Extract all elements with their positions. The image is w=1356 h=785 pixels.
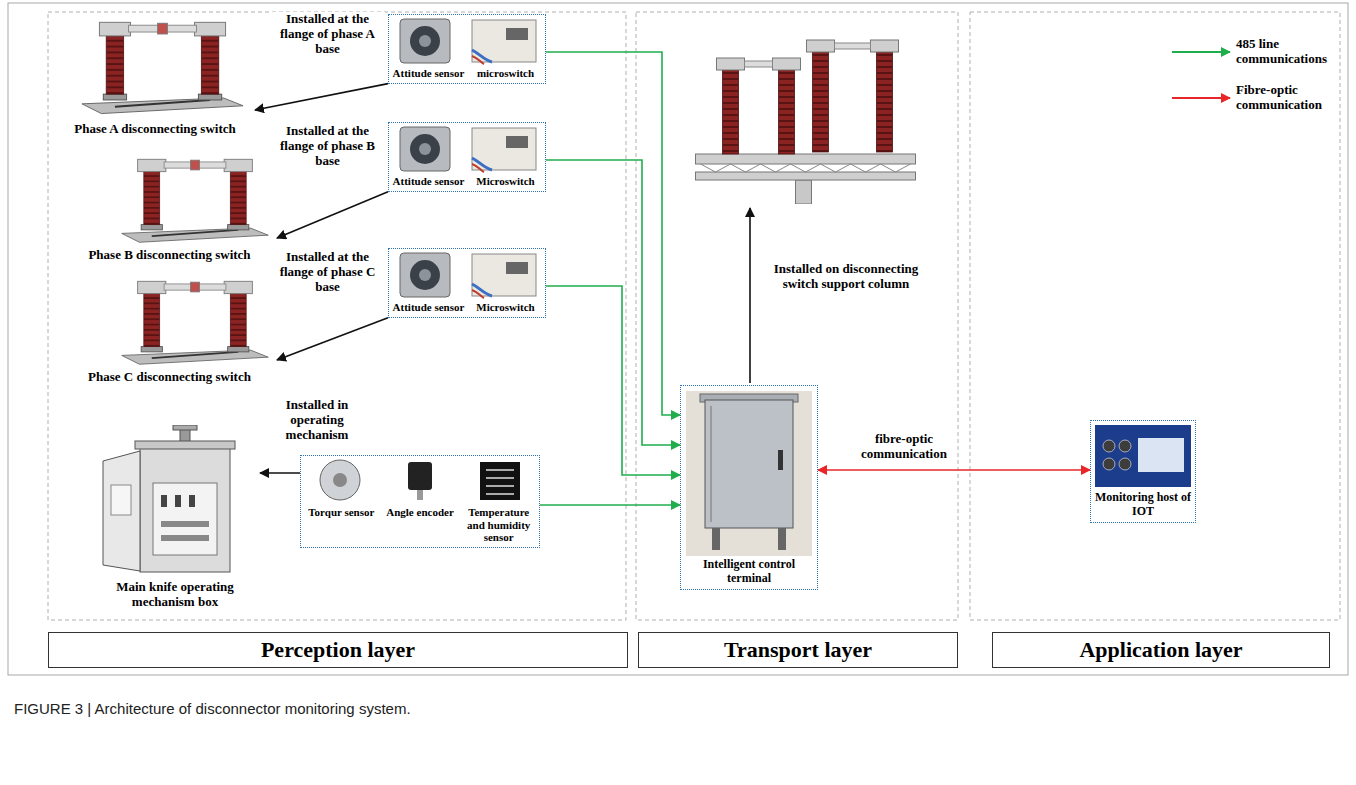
transport-switch-drawing [696, 40, 916, 204]
connector [260, 472, 300, 474]
layer-panel [970, 12, 1340, 620]
sensor-group-box: Attitude sensor Microswitch [388, 122, 546, 192]
node-text: Monitoring host of IOT [1094, 491, 1192, 519]
host-photo-button [1103, 440, 1115, 452]
node-text: Phase A disconnecting switch [74, 122, 235, 137]
node-text: Microswitch [469, 301, 542, 314]
node-text: Phase C disconnecting switch [88, 370, 251, 385]
connector [540, 504, 680, 506]
node-text: Application layer [1079, 637, 1242, 662]
connector [546, 286, 680, 475]
sensor-group-box: Attitude sensor microswitch [388, 14, 546, 84]
cabinet-photo-body [705, 400, 793, 528]
figure-caption: FIGURE 3 | Architecture of disconnector … [14, 700, 1334, 717]
connector-label: Installed at the flange of phase A base [270, 12, 385, 57]
host-photo-panel [1095, 425, 1191, 487]
node-text: Microswitch [469, 175, 542, 188]
connector [277, 318, 388, 360]
layer-label-box: Perception layer [48, 632, 628, 668]
node-text: Perception layer [261, 637, 415, 662]
monitoring-host-box: Monitoring host of IOT [1090, 420, 1196, 523]
node-text: Transport layer [724, 637, 872, 662]
torque-sensor-core [333, 473, 347, 487]
node-text: Attitude sensor [392, 67, 465, 80]
host-photo-button [1119, 440, 1131, 452]
cabinet-photo-handle [778, 450, 783, 470]
connector [818, 469, 1090, 471]
disconnecting-switch-drawing [122, 159, 268, 242]
node-text: Attitude sensor [392, 301, 465, 314]
temperature-sensor-photo [480, 462, 520, 500]
leader-arrow [749, 208, 751, 383]
host-photo-button [1119, 458, 1131, 470]
angle-encoder-photo [408, 462, 432, 490]
switch-illustration-node: Phase A disconnecting switch [55, 10, 255, 140]
connector-label: Installed at the flange of phase B base [270, 124, 385, 169]
connector-label: fibre-optic communication [852, 432, 956, 462]
cabinet-photo-leg [712, 528, 720, 550]
layer-panel [48, 12, 626, 620]
layer-panel [636, 12, 958, 620]
connector [546, 160, 680, 445]
connector-label: Installed at the flange of phase C base [270, 250, 385, 295]
connector [277, 192, 388, 238]
figure-frame [8, 3, 1348, 675]
cabinet-photo-ground [686, 391, 812, 556]
sensor-photos [400, 19, 536, 64]
cabinet-photo-door-seam [711, 406, 712, 522]
legend-sample [1172, 97, 1230, 99]
node-text: Phase B disconnecting switch [88, 248, 250, 263]
node-text: Attitude sensor [392, 175, 465, 188]
torque-sensor-photo [320, 460, 360, 500]
node-text: Temperature and humidity sensor [461, 506, 536, 544]
switch-illustration-node: Phase B disconnecting switch [62, 148, 277, 266]
node-text: microswitch [469, 67, 542, 80]
annotation-text: Installed on disconnecting switch suppor… [760, 262, 932, 292]
mechanism-box-drawing [103, 425, 235, 572]
sensor-group-box: Attitude sensor Microswitch [388, 248, 546, 318]
temperature-sensor-grid [486, 470, 514, 494]
control-terminal-box: Intelligent control terminal [680, 385, 818, 590]
legend-sample [1172, 51, 1230, 53]
sensor-group-box: Torqur sensor Angle encoderTemperature an… [300, 455, 540, 548]
legend-text: Fibre-optic communication [1236, 83, 1336, 113]
node-text: Main knife operating mechanism box [93, 580, 257, 610]
node-text: Torqur sensor [304, 506, 379, 519]
disconnecting-switch-drawing [82, 22, 243, 113]
switch-illustration-node: Phase C disconnecting switch [62, 270, 277, 388]
layer-label-box: Transport layer [638, 632, 958, 668]
connector [255, 84, 388, 110]
mechanism-box-node: Main knife operating mechanism box [90, 420, 260, 613]
sensor-photos [400, 127, 536, 172]
cabinet-photo-leg [778, 528, 786, 550]
host-photo-button [1103, 458, 1115, 470]
node-text: Intelligent control terminal [684, 558, 814, 586]
node-text: Angle encoder [383, 506, 458, 519]
host-photo-screen [1138, 438, 1184, 472]
connector [546, 52, 680, 415]
sensor-photos [400, 253, 536, 298]
layer-label-box: Application layer [992, 632, 1330, 668]
legend-text: 485 line communications [1236, 37, 1336, 67]
angle-encoder-shaft [417, 490, 423, 500]
disconnecting-switch-drawing [122, 281, 268, 364]
connector-label: Installed in operating mechanism [262, 398, 372, 443]
